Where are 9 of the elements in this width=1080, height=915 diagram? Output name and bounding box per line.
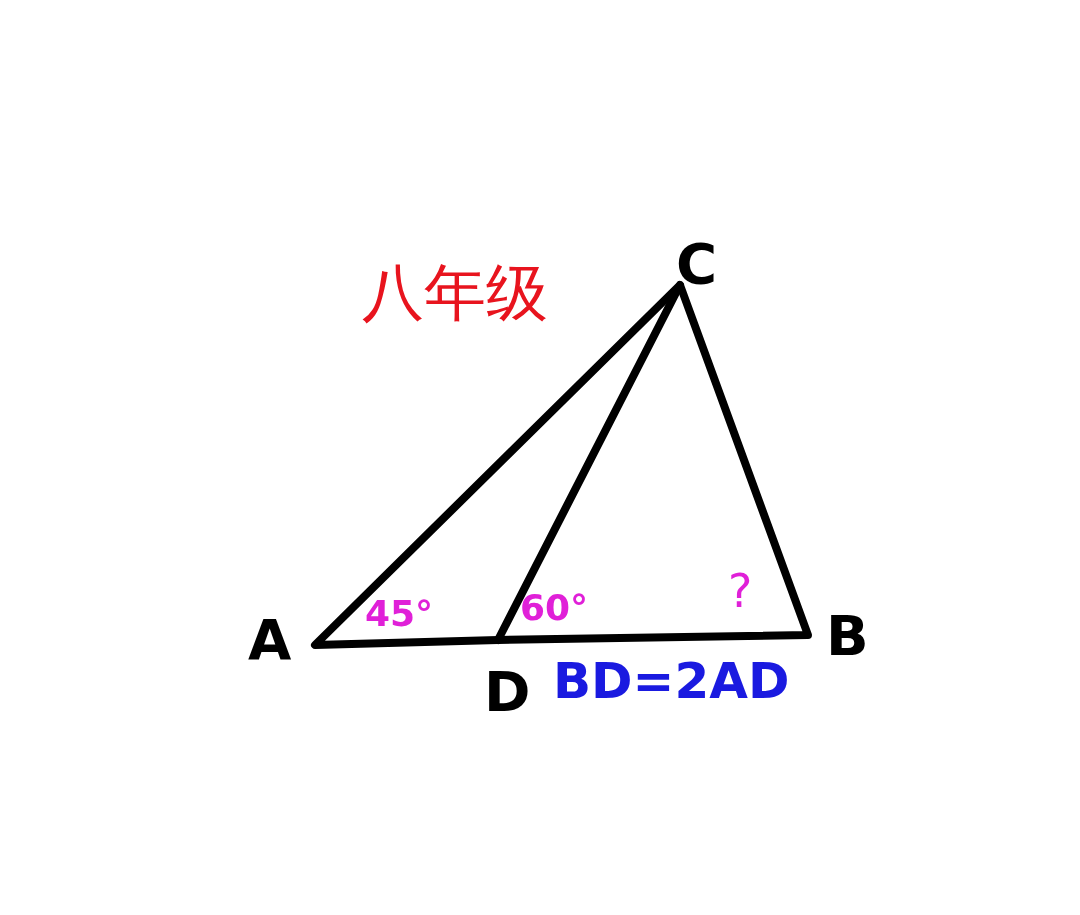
- condition-text: BD=2AD: [553, 656, 790, 706]
- angle-label: 60°: [520, 590, 589, 626]
- vertex-label: C: [676, 236, 718, 292]
- vertex-label: B: [826, 608, 869, 664]
- vertex-label: D: [484, 664, 531, 720]
- unknown-angle-mark: ?: [728, 568, 753, 614]
- angle-label: 45°: [365, 596, 434, 632]
- grade-heading: 八年级: [362, 262, 548, 324]
- vertex-label: A: [248, 612, 292, 668]
